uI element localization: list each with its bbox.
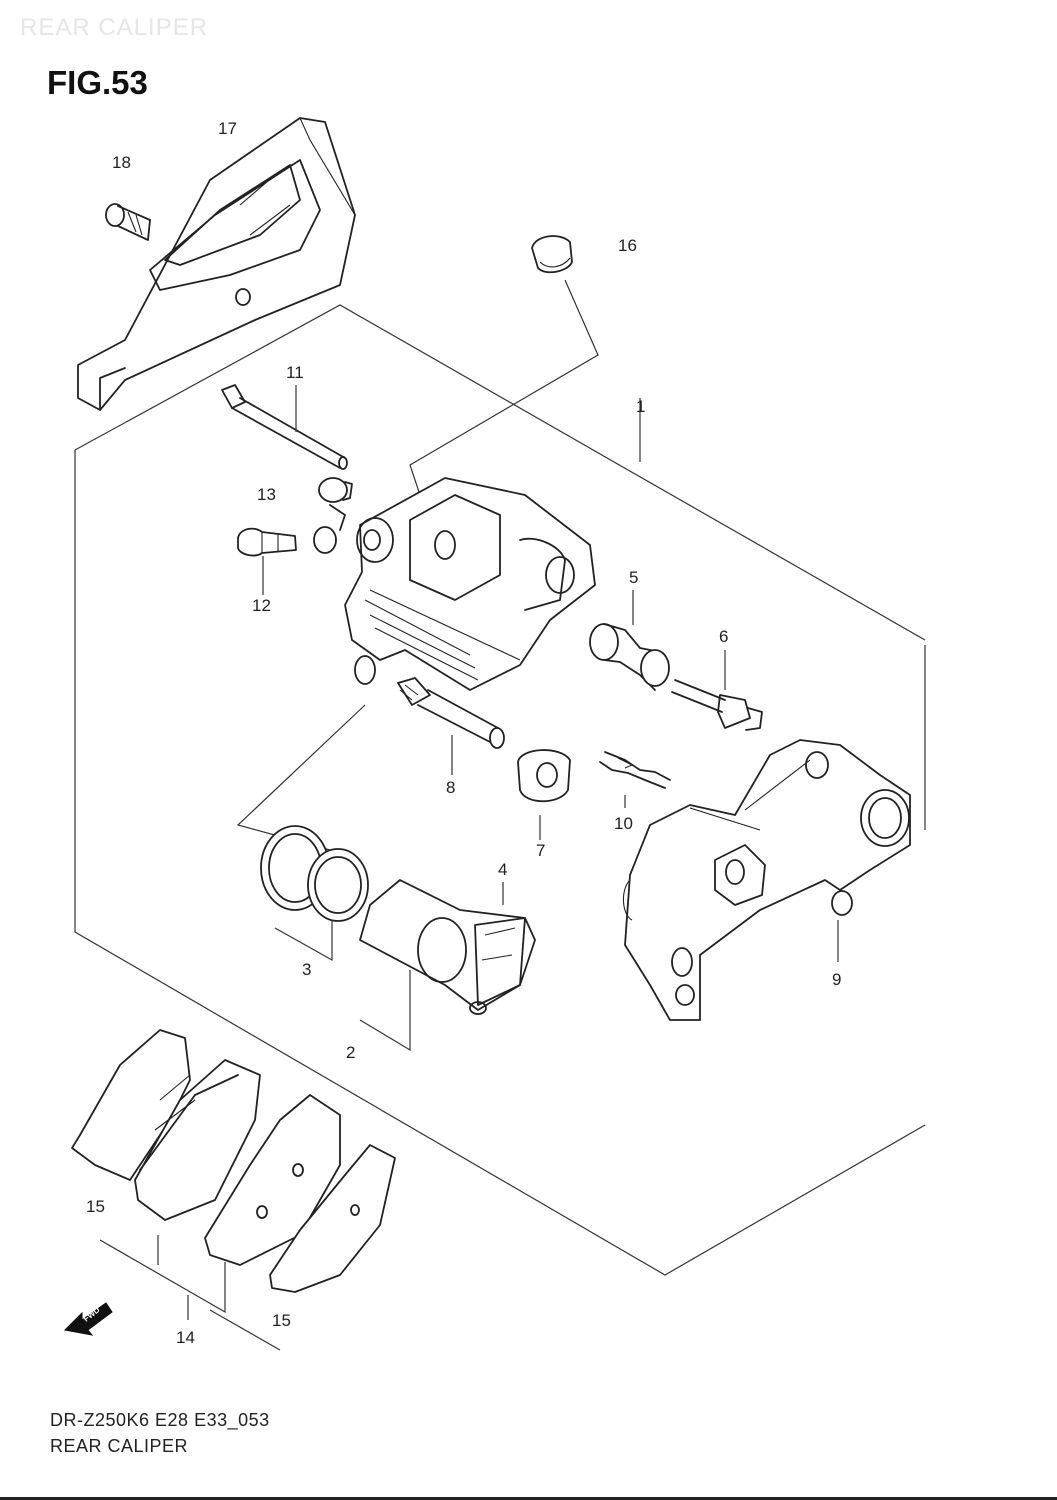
callout-9: 9 [832, 970, 841, 989]
callout-15-right: 15 [272, 1311, 291, 1330]
part-9-caliper-holder [622, 739, 911, 1021]
part-6-guide-pin [671, 650, 763, 731]
part-1-caliper-body [344, 398, 641, 691]
callout-7: 7 [536, 841, 545, 860]
callout-labels: 17 18 16 11 1 13 5 12 6 8 10 7 4 3 9 2 1… [86, 119, 841, 1347]
part-17-caliper-bracket [77, 117, 356, 411]
callout-2: 2 [346, 1043, 355, 1062]
callout-4: 4 [498, 860, 507, 879]
part-3-piston-seals [260, 825, 369, 962]
callout-1: 1 [636, 397, 645, 416]
callout-6: 6 [719, 627, 728, 646]
part-15-brake-pads [71, 1029, 396, 1293]
callout-17: 17 [218, 119, 237, 138]
part-12-bleeder-valve [237, 527, 297, 595]
part-13-washers [313, 477, 353, 554]
part-4-piston [359, 879, 536, 1015]
part-10-pad-spring [599, 751, 671, 808]
part-18-bracket-bolt [105, 203, 151, 241]
part-7-pin-boot [517, 749, 571, 840]
callout-10: 10 [614, 814, 633, 833]
footer-section-name: REAR CALIPER [50, 1436, 189, 1456]
callout-8: 8 [446, 778, 455, 797]
figure-title: FIG.53 [47, 64, 148, 101]
callout-14: 14 [176, 1328, 195, 1347]
part-2-piston-set-bracket [359, 970, 411, 1052]
callout-5: 5 [629, 568, 638, 587]
part-5-pin-boot [589, 590, 670, 691]
footer-model-code: DR-Z250K6 E28 E33_053 [50, 1410, 270, 1430]
callout-15-left: 15 [86, 1197, 105, 1216]
part-8-slide-pin [236, 677, 505, 851]
part-16-bleeder-cap [409, 235, 599, 511]
assembly-boundary [74, 304, 926, 1276]
part-11-slide-pin [221, 384, 348, 470]
callout-11: 11 [286, 363, 304, 382]
callout-18: 18 [112, 153, 131, 172]
fwd-arrow-icon: FWD [63, 1302, 113, 1336]
callout-16: 16 [618, 236, 637, 255]
watermark-title: REAR CALIPER [20, 14, 209, 41]
part-14-pad-set-bracket [99, 1235, 281, 1351]
callout-3: 3 [302, 960, 311, 979]
callout-13: 13 [257, 485, 276, 504]
callout-12: 12 [252, 596, 271, 615]
